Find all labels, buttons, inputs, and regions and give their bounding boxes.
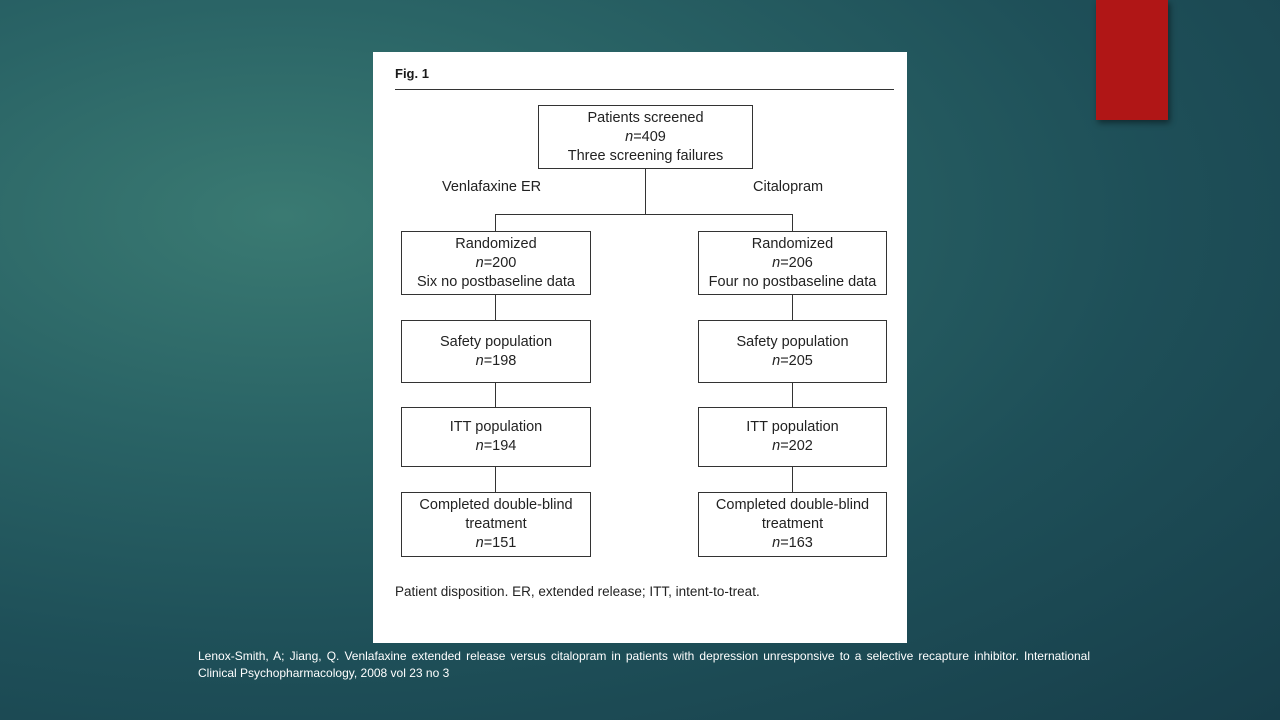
- right-completed-box: Completed double-blind treatment n=163: [698, 492, 887, 557]
- arm-label-citalopram: Citalopram: [753, 179, 824, 195]
- left-safety-count: n=198: [475, 352, 517, 369]
- right-itt-count: n=202: [772, 438, 813, 454]
- figure-caption: Patient disposition. ER, extended releas…: [395, 584, 760, 599]
- accent-bar: [1096, 0, 1168, 120]
- right-randomized-count: n=206: [772, 254, 813, 271]
- right-connector-2: [792, 383, 793, 407]
- left-randomized-count: n=200: [475, 254, 517, 271]
- right-safety-box: Safety population n=205: [698, 320, 887, 383]
- left-itt-count: n=194: [475, 438, 517, 454]
- left-itt-title: ITT population: [449, 419, 543, 435]
- right-randomized-note: Four no postbaseline data: [708, 273, 877, 290]
- left-randomized-note: Six no postbaseline data: [417, 273, 575, 290]
- right-completed-count: n=163: [772, 535, 813, 551]
- arm-label-venlafaxine: Venlafaxine ER: [442, 179, 542, 195]
- figure-label: Fig. 1: [395, 66, 429, 81]
- left-completed-count: n=151: [475, 535, 517, 551]
- left-connector-2: [495, 383, 496, 407]
- citation-text: Lenox-Smith, A; Jiang, Q. Venlafaxine ex…: [198, 649, 1090, 680]
- left-safety-title: Safety population: [439, 333, 553, 350]
- right-itt-box: ITT population n=202: [698, 407, 887, 467]
- right-itt-title: ITT population: [746, 419, 839, 435]
- left-safety-box: Safety population n=198: [401, 320, 591, 383]
- figure-panel: Fig. 1 Patients screened n=409 Three scr…: [373, 52, 907, 643]
- right-safety-count: n=205: [772, 352, 813, 369]
- connector-left-drop: [495, 214, 496, 231]
- right-completed-title: Completed double-blind: [715, 497, 870, 513]
- connector-right-drop: [792, 214, 793, 231]
- left-completed-box: Completed double-blind treatment n=151: [401, 492, 591, 557]
- right-completed-title2: treatment: [761, 516, 824, 532]
- connector-top-vertical: [645, 169, 646, 215]
- left-completed-title: Completed double-blind: [419, 497, 573, 513]
- right-connector-1: [792, 295, 793, 320]
- right-connector-3: [792, 467, 793, 492]
- connector-horizontal: [495, 214, 793, 215]
- screened-count: n=409: [625, 128, 666, 145]
- left-connector-1: [495, 295, 496, 320]
- left-connector-3: [495, 467, 496, 492]
- screened-box: Patients screened n=409 Three screening …: [538, 105, 753, 169]
- left-itt-box: ITT population n=194: [401, 407, 591, 467]
- left-randomized-box: Randomized n=200 Six no postbaseline dat…: [401, 231, 591, 295]
- right-randomized-box: Randomized n=206 Four no postbaseline da…: [698, 231, 887, 295]
- screened-title: Patients screened: [587, 109, 704, 126]
- right-randomized-title: Randomized: [751, 235, 834, 252]
- screened-note: Three screening failures: [567, 147, 724, 164]
- figure-divider: [395, 89, 894, 90]
- left-randomized-title: Randomized: [455, 235, 537, 252]
- left-completed-title2: treatment: [465, 516, 527, 532]
- right-safety-title: Safety population: [736, 333, 849, 350]
